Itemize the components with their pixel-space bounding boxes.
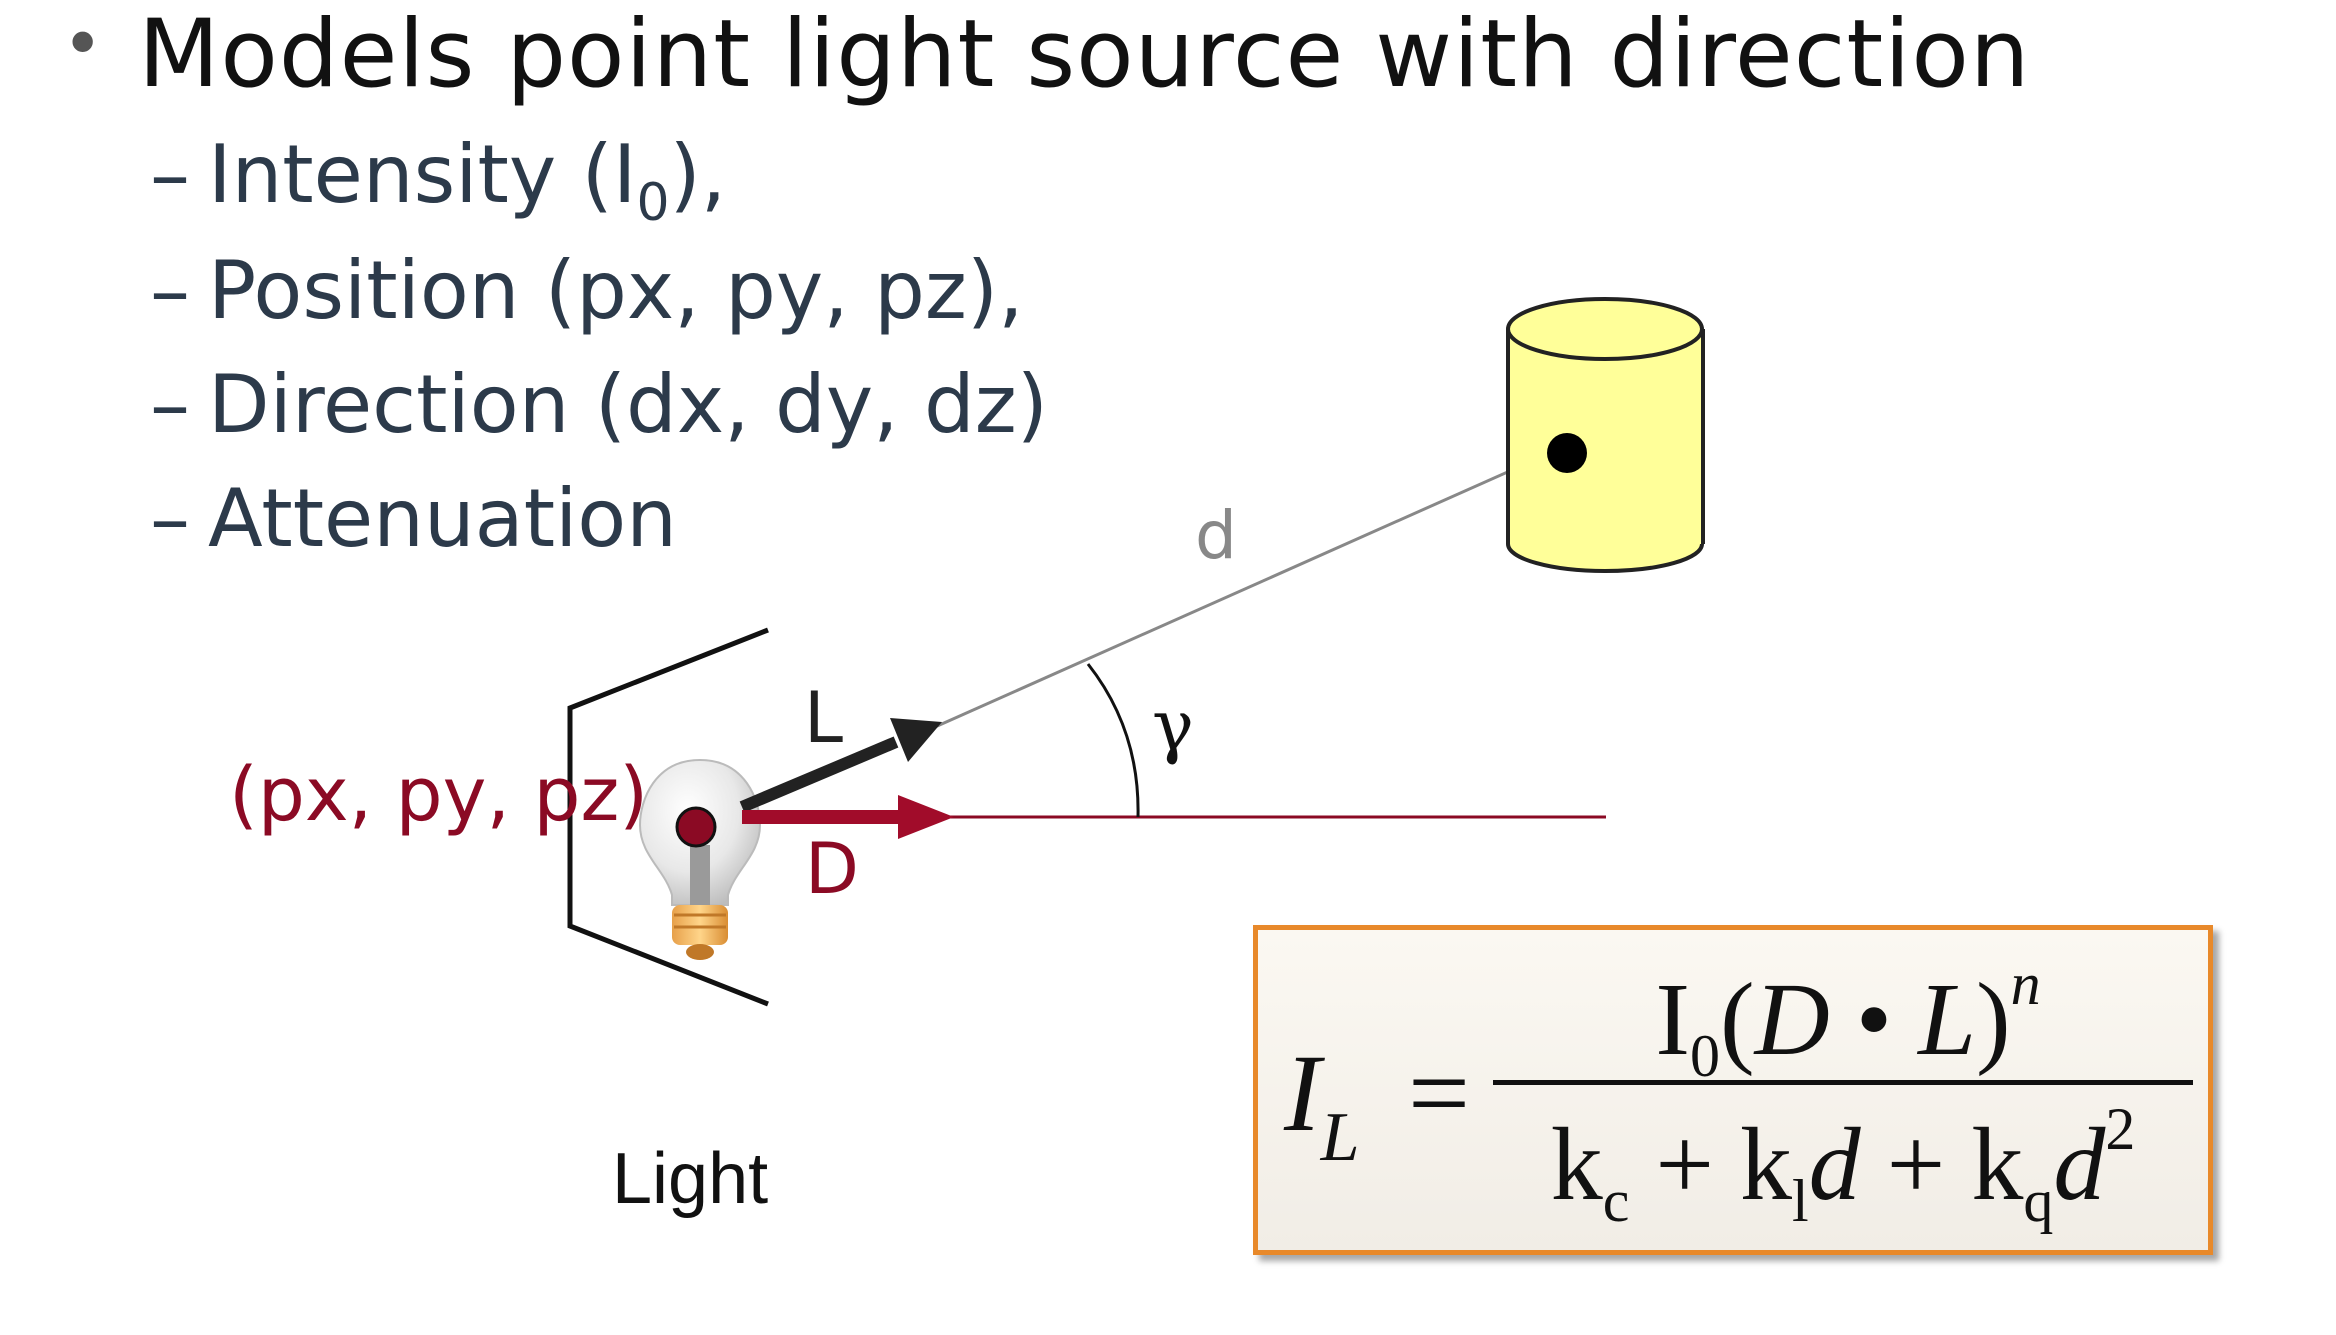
formula-lhs-symbol: I [1284,1032,1321,1154]
sub-item-suffix: ), [669,128,727,221]
main-bullet-text: Models point light source with direction [138,0,2031,109]
formula-den-d-squared: d [2053,1107,2106,1222]
target-cylinder [1506,297,1705,573]
dash-icon: – [150,244,190,337]
angle-label: γ [1152,685,1194,767]
distance-line [934,460,1531,729]
light-bulb-icon [638,758,762,960]
formula-den-k-q-subscript: q [2023,1168,2054,1234]
sub-item-intensity: –Intensity (I0), [150,128,726,233]
sub-item-label: Intensity (I [208,128,637,221]
formula-den-k-c: k [1550,1107,1603,1222]
formula-den-k-q: k [1971,1107,2024,1222]
formula-numerator: I0(D • L)n [1503,950,2193,1091]
vector-D-arrowhead [898,795,954,839]
vector-D-label: D [805,828,859,910]
vector-L-shaft [739,736,899,813]
lamp-shade [567,627,769,1007]
sub-item-attenuation: –Attenuation [150,472,677,565]
sub-item-label: Direction (dx, dy, dz) [208,358,1048,451]
attenuation-formula: IL = I0(D • L)n kc + kld + kqd2 [1253,925,2213,1255]
formula-den-k-l: k [1739,1107,1792,1222]
formula-num-D: D [1754,962,1830,1077]
vector-L-arrowhead [890,718,942,762]
angle-arc [1086,663,1140,818]
distance-label: d [1195,497,1237,574]
formula-den-plus: + [1629,1107,1740,1222]
formula-num-L: L [1918,962,1976,1077]
formula-den-k-c-subscript: c [1602,1168,1630,1234]
formula-den-plus: + [1860,1107,1972,1222]
formula-num-I: I [1655,962,1690,1077]
sub-item-label: Position (px, py, pz), [208,244,1024,337]
formula-num-exponent: n [2010,951,2041,1017]
formula-denominator: kc + kld + kqd2 [1493,1095,2193,1236]
formula-lhs-subscript: L [1320,1099,1360,1176]
formula-equals: = [1408,1032,1471,1154]
light-label: Light [612,1139,768,1219]
formula-num-open-paren: ( [1719,962,1755,1077]
main-bullet: • Models point light source with directio… [62,0,2030,109]
formula-den-k-l-subscript: l [1791,1168,1809,1234]
sub-item-direction: –Direction (dx, dy, dz) [150,358,1048,451]
formula-num-dot: • [1829,962,1919,1077]
formula-num-close-paren: ) [1976,962,2011,1077]
vector-L-label: L [804,677,843,759]
formula-den-d: d [1808,1107,1861,1222]
formula-lhs: IL [1284,1030,1360,1178]
dash-icon: – [150,472,190,565]
formula-den-exponent: 2 [2105,1096,2136,1162]
sub-item-subscript: 0 [636,173,670,233]
sub-item-label: Attenuation [208,472,677,565]
sub-item-position: –Position (px, py, pz), [150,244,1024,337]
light-position-label: (px, py, pz) [229,752,648,838]
dash-icon: – [150,128,190,221]
dash-icon: – [150,358,190,451]
formula-num-I-subscript: 0 [1689,1023,1720,1089]
bullet-dot-icon: • [62,3,105,85]
formula-fraction-bar [1493,1080,2193,1085]
